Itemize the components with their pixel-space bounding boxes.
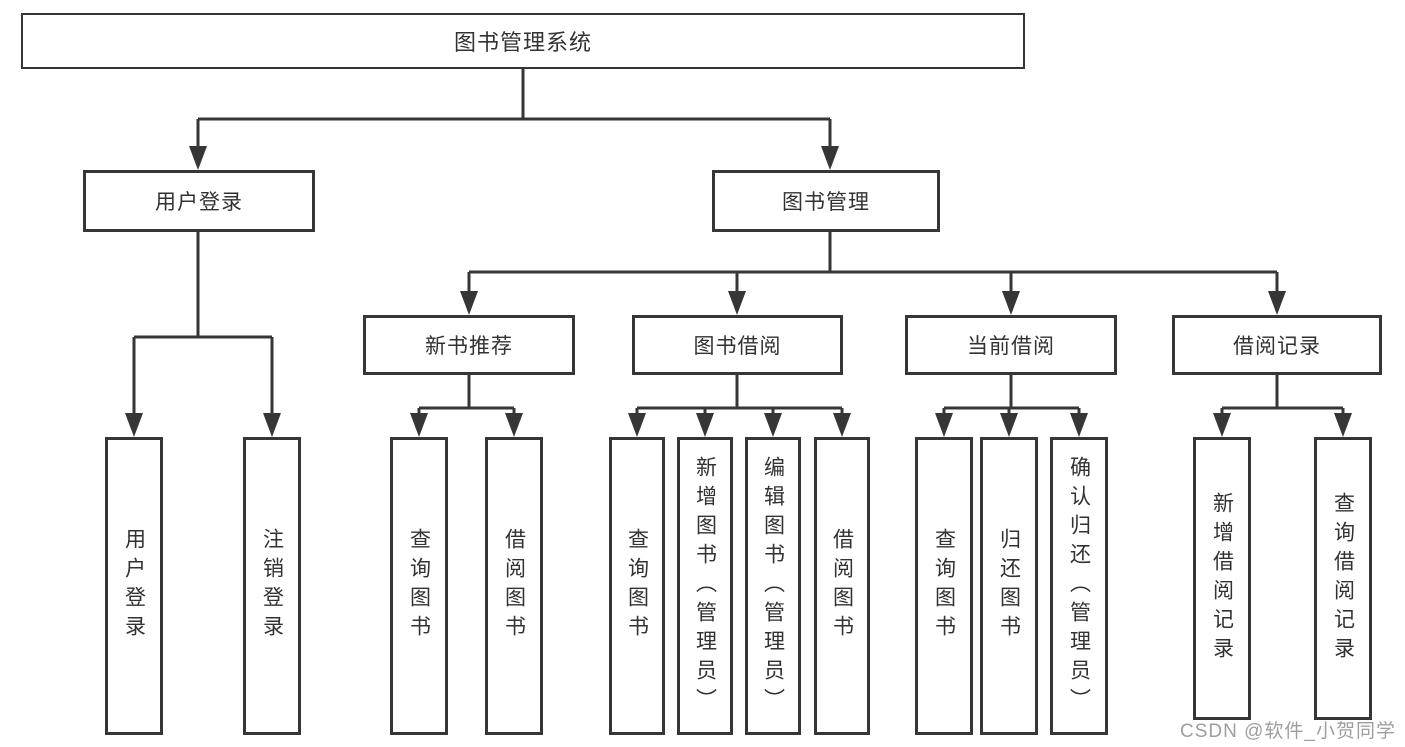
node-leaf-return-books: 归还图书 <box>980 437 1038 735</box>
node-leaf-confirm-return-admin: 确认归还（管理员） <box>1050 437 1108 735</box>
node-label: 用户登录 <box>122 528 146 644</box>
node-label: 当前借阅 <box>967 335 1055 358</box>
node-label: 确认归还（管理员） <box>1067 455 1091 717</box>
node-leaf-edit-book-admin: 编辑图书（管理员） <box>745 437 801 735</box>
node-book-borrowing: 图书借阅 <box>632 315 843 375</box>
node-leaf-query-books: 查询图书 <box>915 437 973 735</box>
node-borrowing-records: 借阅记录 <box>1172 315 1382 375</box>
node-label: 用户登录 <box>155 191 243 214</box>
node-label: 新增借阅记录 <box>1210 491 1234 666</box>
csdn-watermark: CSDN @软件_小贺同学 <box>1180 721 1396 742</box>
node-leaf-query-borrow-record: 查询借阅记录 <box>1314 437 1372 720</box>
node-leaf-query-books: 查询图书 <box>609 437 665 735</box>
node-book-management-module: 图书管理 <box>712 170 940 232</box>
node-label: 归还图书 <box>997 528 1021 644</box>
node-leaf-add-borrow-record: 新增借阅记录 <box>1193 437 1251 720</box>
node-label: 查询图书 <box>625 528 649 644</box>
node-label: 查询图书 <box>407 528 431 644</box>
node-label: 注销登录 <box>260 528 284 644</box>
node-label: 编辑图书（管理员） <box>761 455 785 717</box>
node-label: 借阅图书 <box>502 528 526 644</box>
node-new-book-recommendation: 新书推荐 <box>363 315 575 375</box>
node-user-login-module: 用户登录 <box>83 170 315 232</box>
node-label: 借阅记录 <box>1233 335 1321 358</box>
node-label: 查询图书 <box>932 528 956 644</box>
node-leaf-query-books: 查询图书 <box>390 437 448 735</box>
node-leaf-borrow-books: 借阅图书 <box>814 437 870 735</box>
node-label: 借阅图书 <box>830 528 854 644</box>
node-label: 图书借阅 <box>693 335 782 358</box>
node-leaf-borrow-books: 借阅图书 <box>485 437 543 735</box>
node-leaf-add-book-admin: 新增图书（管理员） <box>677 437 733 735</box>
node-library-management-system: 图书管理系统 <box>21 13 1025 69</box>
node-leaf-user-login: 用户登录 <box>105 437 163 735</box>
node-label: 图书管理系统 <box>453 30 592 55</box>
node-label: 图书管理 <box>782 191 870 214</box>
node-label: 新书推荐 <box>425 335 513 358</box>
node-leaf-logout: 注销登录 <box>243 437 301 735</box>
arrowheads <box>125 146 1352 437</box>
node-current-borrowing: 当前借阅 <box>905 315 1117 375</box>
node-label: 查询借阅记录 <box>1331 491 1355 666</box>
node-label: 新增图书（管理员） <box>693 455 717 717</box>
